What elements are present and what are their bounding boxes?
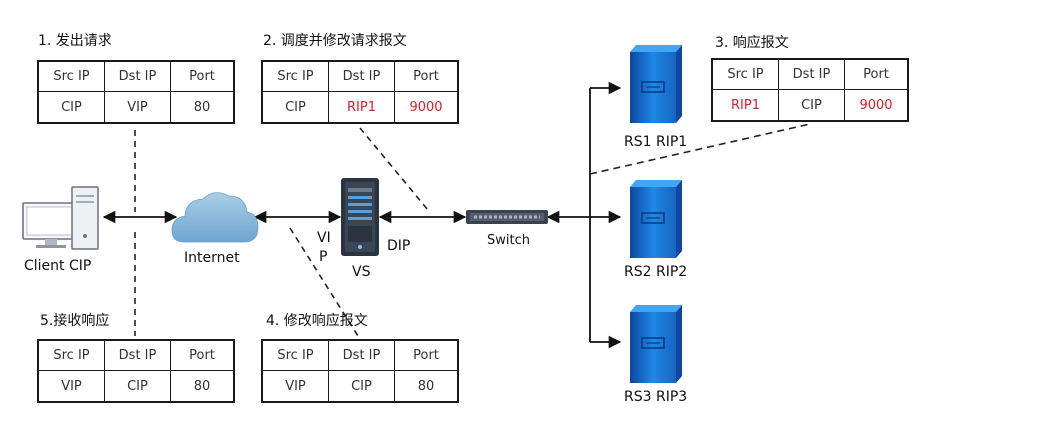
header-dst-ip: Dst IP xyxy=(329,341,395,371)
dashed-link-table3 xyxy=(589,123,811,175)
table5-title: 5.接收响应 xyxy=(40,313,110,329)
header-port: Port xyxy=(395,341,457,371)
value-dst-ip: VIP xyxy=(105,92,171,122)
value-port: 9000 xyxy=(859,97,893,113)
dashed-link-table2 xyxy=(359,127,429,211)
value-port: 80 xyxy=(193,378,211,394)
rs3-label: RS3 RIP3 xyxy=(624,389,688,405)
header-port: Port xyxy=(171,341,233,371)
table1-title: 1. 发出请求 xyxy=(38,33,112,49)
value-port: 80 xyxy=(417,378,435,394)
packet-table-1: Src IP Dst IP Port CIP VIP 80 xyxy=(37,60,235,124)
header-port: Port xyxy=(171,62,233,92)
header-src-ip: Src IP xyxy=(39,62,105,92)
client-label: Client CIP xyxy=(24,258,92,274)
rs2-label: RS2 RIP2 xyxy=(624,264,688,280)
rs2-server-icon xyxy=(630,180,682,258)
table2-title: 2. 调度并修改请求报文 xyxy=(263,33,407,49)
header-src-ip: Src IP xyxy=(713,60,779,90)
internet-cloud-icon xyxy=(171,192,259,243)
value-src-ip: VIP xyxy=(263,371,329,401)
vip-label-line2: P xyxy=(319,249,328,265)
header-src-ip: Src IP xyxy=(39,341,105,371)
header-dst-ip: Dst IP xyxy=(105,62,171,92)
value-src-ip: CIP xyxy=(263,92,329,122)
value-dst-ip: CIP xyxy=(779,90,845,120)
rs1-server-icon xyxy=(630,45,682,123)
rs1-label: RS1 RIP1 xyxy=(624,134,688,150)
packet-table-3: Src IP Dst IP Port RIP1 CIP 9000 xyxy=(711,58,909,122)
value-dst-ip: CIP xyxy=(329,371,395,401)
header-src-ip: Src IP xyxy=(263,62,329,92)
header-dst-ip: Dst IP xyxy=(105,341,171,371)
header-dst-ip: Dst IP xyxy=(779,60,845,90)
vs-server-icon xyxy=(341,178,379,256)
vs-label: VS xyxy=(352,264,371,280)
value-dst-ip: CIP xyxy=(105,371,171,401)
header-src-ip: Src IP xyxy=(263,341,329,371)
internet-label: Internet xyxy=(184,250,240,266)
switch-label: Switch xyxy=(487,233,530,248)
dip-label: DIP xyxy=(387,238,411,254)
value-port: 9000 xyxy=(409,99,443,115)
rs3-server-icon xyxy=(630,305,682,383)
value-port: 80 xyxy=(193,99,211,115)
header-dst-ip: Dst IP xyxy=(329,62,395,92)
header-port: Port xyxy=(395,62,457,92)
packet-table-2: Src IP Dst IP Port CIP RIP1 9000 xyxy=(261,60,459,124)
client-pc-icon xyxy=(22,186,99,250)
value-dst-ip: RIP1 xyxy=(329,92,395,122)
value-src-ip: RIP1 xyxy=(713,90,779,120)
packet-table-5: Src IP Dst IP Port VIP CIP 80 xyxy=(37,339,235,403)
packet-table-4: Src IP Dst IP Port VIP CIP 80 xyxy=(261,339,459,403)
value-src-ip: CIP xyxy=(39,92,105,122)
header-port: Port xyxy=(845,60,907,90)
table4-title: 4. 修改响应报文 xyxy=(266,313,368,329)
vip-label-line1: VI xyxy=(317,230,331,246)
table3-title: 3. 响应报文 xyxy=(715,35,789,51)
switch-icon xyxy=(466,210,548,224)
value-src-ip: VIP xyxy=(39,371,105,401)
